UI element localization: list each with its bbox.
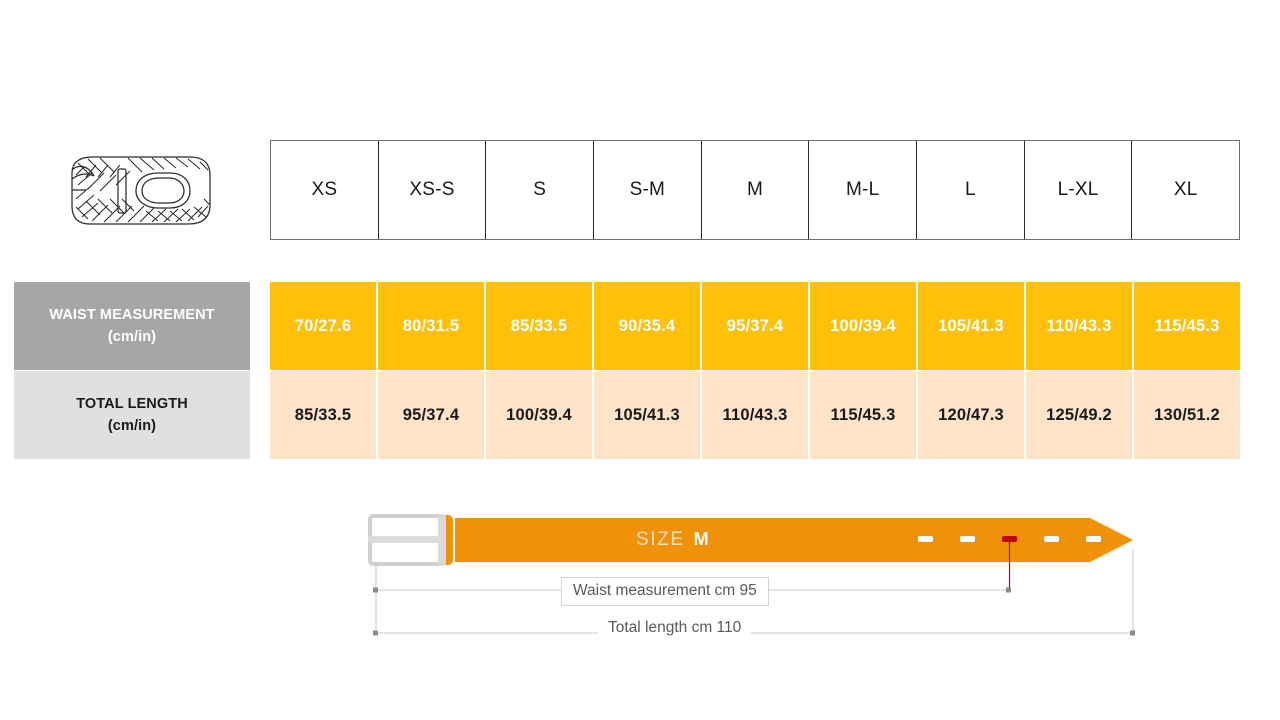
waist-value-cell: 80/31.5 [378,282,486,370]
waist-dimension-endpoint-right [1006,587,1011,593]
size-header-cell: L [917,141,1025,239]
product-illustration [58,143,220,238]
waist-value-cell: 105/41.3 [918,282,1026,370]
size-header-cell: XS [271,141,379,239]
waist-measurement-label-unit: (cm/in) [107,329,157,345]
total-length-label-unit: (cm/in) [107,418,157,434]
waist-value-cell: 100/39.4 [810,282,918,370]
waist-value-cell: 115/45.3 [1134,282,1240,370]
size-header-cell: XL [1173,179,1198,200]
belt-hole [960,536,975,542]
length-value-cell: 85/33.5 [270,371,378,459]
length-value-cell: 115/45.3 [810,371,918,459]
size-header-cell: S-M [594,141,702,239]
belt-hole-highlighted [1002,536,1017,542]
belt-buckle-bar [368,536,446,543]
length-value-cell: 130/51.2 [1134,371,1240,459]
total-length-label-title: TOTAL LENGTH [76,395,188,412]
total-length-dimension-endpoint-right [1130,630,1135,636]
length-value-cell: 110/43.3 [702,371,810,459]
waist-dimension-endpoint-left [373,587,378,593]
length-value-cell: 105/41.3 [594,371,702,459]
size-header-cell: M [702,141,810,239]
waist-value-cell: 85/33.5 [486,282,594,370]
total-length-row: TOTAL LENGTH (cm/in) 85/33.5 95/37.4 100… [14,371,1240,459]
size-header-cell: XS-S [379,141,487,239]
length-value-cell: 125/49.2 [1026,371,1134,459]
length-value-cell: 120/47.3 [918,371,1026,459]
total-length-dimension-label: Total length cm 110 [598,619,752,637]
waist-value-cell: 70/27.6 [270,282,378,370]
waist-measurement-row: WAIST MEASUREMENT (cm/in) 70/27.6 80/31.… [14,282,1240,370]
length-value-cell: 100/39.4 [486,371,594,459]
waist-value-cell: 95/37.4 [702,282,810,370]
size-header-table: XS XS-S S S-M M M-L L L-XL XL [270,140,1240,240]
waist-measurement-values: 70/27.6 80/31.5 85/33.5 90/35.4 95/37.4 … [270,282,1240,370]
size-header-cell: L-XL [1025,141,1133,239]
waist-value-cell: 90/35.4 [594,282,702,370]
size-header-cell: M-L [809,141,918,239]
belt-dimension-diagram [350,500,1160,660]
woven-belt-illustration-icon [71,156,211,225]
belt-buckle-prong-base [438,514,446,566]
waist-measurement-label: WAIST MEASUREMENT (cm/in) [14,282,250,370]
total-length-label: TOTAL LENGTH (cm/in) [14,371,250,459]
length-value-cell: 95/37.4 [378,371,486,459]
total-length-dimension-endpoint-left [373,630,378,636]
waist-measurement-label-title: WAIST MEASUREMENT [49,306,215,323]
belt-diagram-svg [368,513,1135,636]
belt-hole [918,536,933,542]
waist-dimension-label: Waist measurement cm 95 [561,577,769,606]
waist-value-cell: 110/43.3 [1026,282,1134,370]
belt-strap [430,518,1133,562]
total-length-values: 85/33.5 95/37.4 100/39.4 105/41.3 110/43… [270,371,1240,459]
belt-hole [1044,536,1059,542]
size-header-cell: S [486,141,595,239]
belt-hole [1086,536,1101,542]
